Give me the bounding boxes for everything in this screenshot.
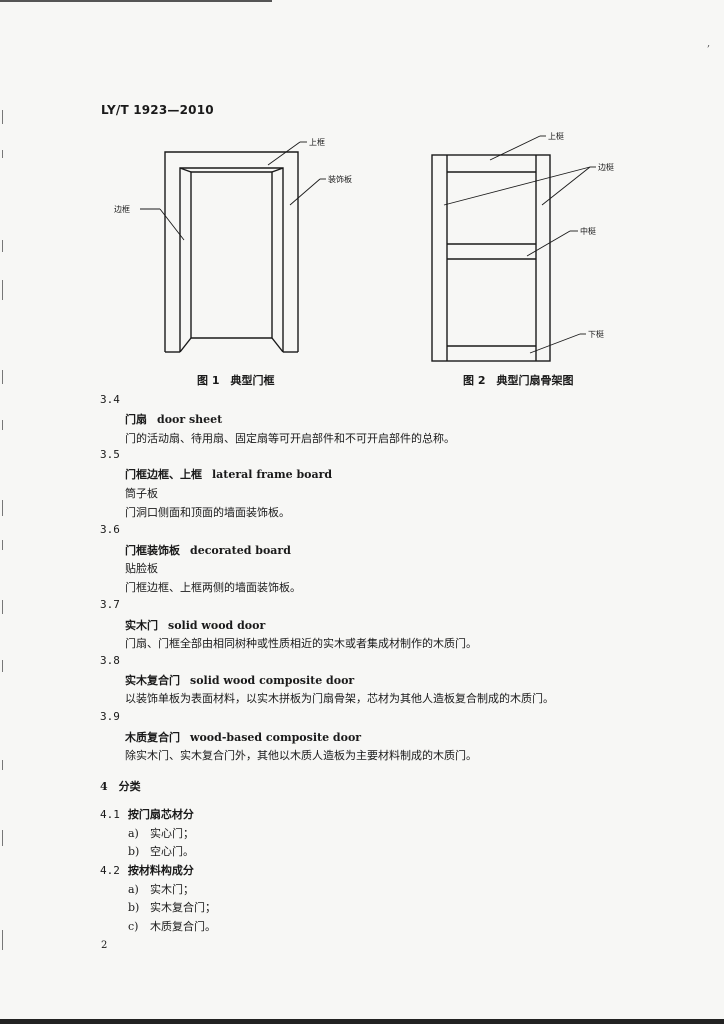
standard-code: LY/T 1923—2010 [101, 103, 214, 117]
figure1-door-frame [164, 151, 299, 353]
label-side-frame: 边框 [114, 204, 130, 214]
definition-3-6: 门框边框、上框两侧的墙面装饰板。 [125, 581, 301, 594]
list-item: a)实心门； [128, 827, 194, 840]
scan-edge-top [0, 0, 272, 2]
definition-3-8: 以装饰单板为表面材料，以实木拼板为门扇骨架，芯材为其他人造板复合制成的木质门。 [125, 692, 554, 705]
scan-mark: , [707, 38, 711, 49]
alt-term-3-6: 贴脸板 [125, 562, 158, 575]
label-bottom-rail: 下梃 [588, 329, 604, 339]
figure2-caption: 图 2 典型门扇骨架图 [463, 374, 574, 387]
definition-3-4: 门的活动扇、待用扇、固定扇等可开启部件和不可开启部件的总称。 [125, 432, 455, 445]
binding-margin-marks [0, 0, 12, 1024]
list-item: c)木质复合门。 [128, 920, 216, 933]
alt-term-3-5: 筒子板 [125, 487, 158, 500]
figure1-caption: 图 1 典型门框 [197, 374, 275, 387]
label-stile: 边梃 [598, 162, 614, 172]
section-4-title: 4 分类 [100, 780, 141, 793]
clause-number: 3.6 [100, 523, 120, 536]
list-item: b)空心门。 [128, 845, 194, 858]
list-item: b)实木复合门； [128, 901, 216, 914]
scan-edge-bottom [0, 1019, 724, 1024]
definition-3-7: 门扇、门框全部由相同树种或性质相近的实木或者集成材制作的木质门。 [125, 637, 477, 650]
definition-3-9: 除实木门、实木复合门外，其他以木质人造板为主要材料制成的木质门。 [125, 749, 477, 762]
clause-number: 3.9 [100, 710, 120, 723]
label-top-rail: 上梃 [548, 131, 564, 141]
figure2-door-skeleton [431, 154, 551, 362]
label-middle-rail: 中梃 [580, 226, 596, 236]
page-number: 2 [101, 940, 108, 951]
label-decor-board: 装饰板 [328, 174, 352, 184]
list-item: a)实木门； [128, 883, 194, 896]
clause-number: 3.5 [100, 448, 120, 461]
clause-number: 3.8 [100, 654, 120, 667]
label-top-frame: 上框 [309, 137, 325, 147]
clause-number: 3.4 [100, 393, 120, 406]
figures: 上框 装饰板 边框 上梃 边梃 中梃 下梃 [114, 131, 614, 362]
clause-number: 3.7 [100, 598, 120, 611]
definition-3-5: 门洞口侧面和顶面的墙面装饰板。 [125, 506, 290, 519]
